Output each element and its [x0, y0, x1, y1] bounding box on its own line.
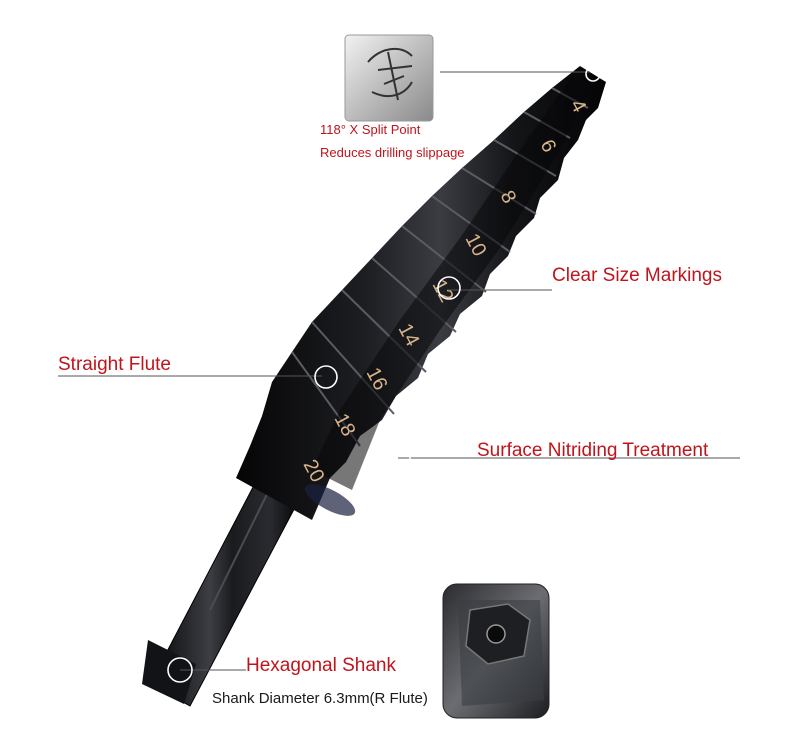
marker-circle [385, 444, 411, 470]
step-drill-body [236, 66, 606, 520]
callout-hex-shank: Hexagonal Shank [246, 655, 396, 676]
callout-straight-flute: Straight Flute [58, 354, 171, 375]
marker-circle [314, 365, 338, 389]
callout-leaders [58, 71, 740, 671]
callout-size-markings: Clear Size Markings [552, 265, 722, 286]
shank-closeup-inset [442, 583, 550, 719]
callout-markers [167, 66, 601, 683]
callout-surface-treatment: Surface Nitriding Treatment [477, 440, 709, 461]
hex-socket-icon [486, 624, 506, 644]
split-point-icon [367, 47, 413, 101]
split-point-inset [344, 34, 434, 122]
callout-shank-diameter: Shank Diameter 6.3mm(R Flute) [212, 690, 428, 707]
marker-circle [167, 657, 193, 683]
marker-circle [437, 276, 461, 300]
hex-shank [142, 469, 301, 707]
marker-circle [585, 66, 601, 82]
split-point-subtitle: Reduces drilling slippage [320, 145, 465, 160]
split-point-title: 118° X Split Point [320, 122, 421, 137]
